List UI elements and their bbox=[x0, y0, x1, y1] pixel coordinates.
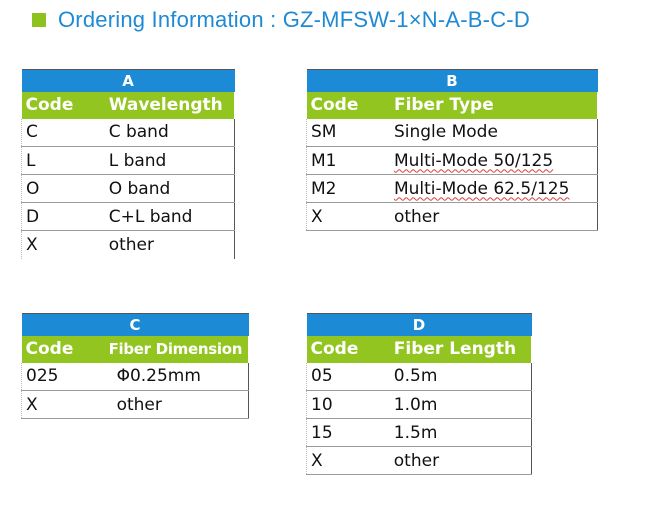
code-cell: C bbox=[20, 118, 105, 147]
column-header-code: Code bbox=[306, 91, 390, 119]
value-cell: 1.5m bbox=[389, 418, 532, 447]
code-cell: 10 bbox=[305, 390, 390, 419]
column-header-wavelength: Wavelength bbox=[104, 91, 235, 119]
value-cell: Multi-Mode 50/125 bbox=[393, 150, 554, 171]
code-cell: 05 bbox=[305, 362, 390, 391]
code-cell: O bbox=[20, 174, 105, 203]
table-letter: D bbox=[306, 313, 532, 336]
code-cell: M1 bbox=[305, 146, 390, 175]
code-cell: X bbox=[20, 230, 105, 259]
code-cell: X bbox=[305, 202, 390, 231]
code-cell: D bbox=[20, 202, 105, 231]
value-cell: Multi-Mode 62.5/125 bbox=[393, 178, 570, 199]
column-header-code: Code bbox=[306, 335, 390, 363]
value-cell: other bbox=[104, 390, 249, 419]
code-cell: 025 bbox=[20, 362, 105, 391]
code-cell: X bbox=[305, 446, 390, 475]
page-title: Ordering Information : GZ-MFSW-1×N-A-B-C… bbox=[58, 7, 530, 32]
value-cell: 1.0m bbox=[389, 390, 532, 419]
value-cell: other bbox=[104, 230, 235, 259]
value-cell: 0.5m bbox=[389, 362, 532, 391]
table-letter: B bbox=[306, 69, 598, 92]
code-cell: SM bbox=[305, 118, 390, 147]
value-cell: Single Mode bbox=[389, 118, 598, 147]
value-cell: C+L band bbox=[104, 202, 235, 231]
table-letter: A bbox=[21, 69, 235, 92]
code-cell: L bbox=[20, 146, 105, 175]
column-header-fiber-dimension: Fiber Dimension bbox=[104, 335, 249, 363]
value-cell: L band bbox=[104, 146, 235, 175]
value-cell: other bbox=[389, 202, 598, 231]
column-header-fiber-type: Fiber Type bbox=[389, 91, 598, 119]
value-cell: O band bbox=[104, 174, 235, 203]
value-cell: C band bbox=[104, 118, 235, 147]
column-header-code: Code bbox=[21, 91, 105, 119]
value-cell: Φ0.25mm bbox=[104, 362, 249, 391]
column-header-fiber-length: Fiber Length bbox=[389, 335, 532, 363]
code-cell: X bbox=[20, 390, 105, 419]
table-letter: C bbox=[21, 313, 249, 336]
section-heading: Ordering Information : GZ-MFSW-1×N-A-B-C… bbox=[32, 6, 530, 34]
value-cell: other bbox=[389, 446, 532, 475]
column-header-code: Code bbox=[21, 335, 105, 363]
code-cell: M2 bbox=[305, 174, 390, 203]
square-bullet-icon bbox=[32, 13, 46, 27]
code-cell: 15 bbox=[305, 418, 390, 447]
